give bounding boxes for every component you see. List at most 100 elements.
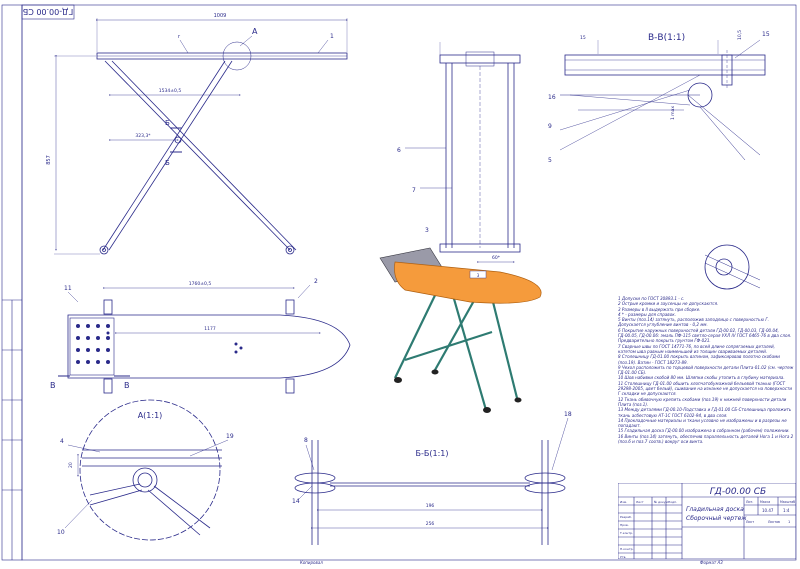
tb-role-0: Изм. (620, 500, 627, 504)
callout-19: 19 (226, 433, 234, 440)
tb-role-2: № докум. (654, 500, 669, 504)
note: 15 Гладильная доска ГД-00.00 изображена … (618, 428, 790, 434)
callout-14: 14 (292, 498, 300, 505)
tb-mass: Масса (760, 500, 770, 504)
dim-857: 857 (46, 155, 52, 165)
callout-1: 1 (330, 33, 334, 40)
tb-role-6: Пров. (620, 523, 629, 527)
dim-1760: 1760±0,5 (189, 281, 212, 287)
label-b-top: Б (165, 119, 170, 127)
callout-3: 3 (425, 227, 429, 234)
section-vv (559, 39, 766, 290)
note: 3 Размеры в II выдержать при сборке. (618, 306, 701, 312)
callout-16: 16 (548, 94, 556, 101)
dim-20: 20 (68, 462, 74, 468)
label-b-bottom: Б (165, 159, 170, 167)
section-vv-title: В-В(1:1) (648, 33, 685, 43)
note: 12 Ткань обивочную крепить скобами (поз.… (618, 396, 787, 407)
front-view (54, 18, 348, 255)
tb-role-1: Лист (636, 500, 644, 504)
view-a-boundary (79, 399, 221, 541)
dim-60: 60* (492, 255, 501, 261)
dim-10-5: 10,5 (737, 30, 743, 40)
note: 11 Столешницу ГД-01.00 обшить хлопчатобу… (618, 380, 793, 397)
dim-196: 196 (426, 503, 435, 509)
label-a: А (252, 27, 258, 36)
dim-1max: 1 max (670, 106, 676, 120)
section-bb-title: Б-Б(1:1) (416, 449, 449, 458)
technical-requirements: 1 Допуски по ГОСТ 30893.1 - с. 2 Острые … (618, 296, 794, 444)
plan-iron-rest (69, 317, 115, 376)
callout-7: 7 (412, 187, 416, 194)
tb-mass-value: 10.47 (762, 508, 774, 513)
callout-4: 4 (60, 438, 64, 445)
vv-round-detail (704, 244, 750, 290)
note: 2 Острые кромки и заусенцы не допускаютс… (618, 301, 719, 307)
iso-dim-label: 3 (477, 273, 480, 278)
dim-1177: 1177 (204, 326, 216, 332)
tb-scale-value: 1:4 (783, 508, 790, 513)
tb-title-1: Гладильная доска (686, 506, 744, 513)
callout-2: 2 (314, 278, 318, 285)
tb-lit: Лит. (746, 500, 753, 504)
dim-3233: 323,3* (135, 133, 151, 139)
dim-256: 256 (426, 521, 435, 527)
tb-sheets-value: 1 (788, 520, 790, 524)
front-wheel-left (99, 245, 109, 255)
format-value: А3 (717, 560, 723, 565)
callout-15: 15 (762, 31, 770, 38)
tb-sheets: Листов (768, 520, 780, 524)
callout-8: 8 (304, 437, 308, 444)
plan-board-outline (67, 314, 351, 379)
note: 4 * - размеры для справок. (618, 311, 676, 317)
vv-board (564, 54, 766, 76)
note: 14 Прокладочные материалы и ткани условн… (618, 417, 787, 429)
code-rotated: ГД-00.00 СБ (23, 7, 74, 16)
tb-role-7: Т.контр. (619, 531, 633, 535)
callout-9: 9 (548, 123, 552, 130)
iso-board (394, 261, 542, 304)
side-top-bar (439, 54, 521, 64)
view-a (64, 399, 229, 541)
tb-title-2: Сборочный чертеж (686, 515, 747, 522)
label-v-left: В (50, 381, 56, 390)
view-a-title: A(1:1) (138, 411, 163, 420)
isometric-view (379, 247, 542, 413)
code-box-rotated (21, 4, 75, 20)
format-label: Формат А3 (700, 560, 723, 565)
plan-view (58, 284, 351, 394)
callout-5: 5 (548, 157, 552, 164)
note: 7 Сварные швы по ГОСТ 14771-76, по всей … (618, 343, 775, 354)
note: 5 Винты (поз.14) затянуть, расположив за… (618, 317, 769, 328)
note: 8 Столешницу ГД-01.00 покрыть ватином, з… (618, 354, 780, 365)
tb-sheet: Лист (746, 520, 754, 524)
dim-1534: 1534±0,5 (159, 88, 182, 94)
tb-scale: Масштаб (780, 500, 795, 504)
tb-role-5: Разраб. (620, 515, 632, 519)
tb-role-3: Подп. (668, 500, 677, 504)
tb-role-8: Н.контр. (620, 547, 633, 551)
tb-code: ГД-00.00 СБ (710, 487, 766, 497)
tb-role-9: Утв. (620, 555, 626, 559)
section-bb (294, 417, 569, 545)
copied-label: Копировал (300, 560, 323, 565)
dim-1009: 1009 (214, 13, 227, 19)
iso-legs (394, 284, 519, 411)
callout-6: 6 (397, 147, 401, 154)
callout-11: 11 (64, 285, 72, 292)
note: 9 Чехол расположить по торцевой поверхно… (618, 364, 794, 376)
callout-r: r (178, 34, 181, 40)
label-v-right: В (124, 381, 130, 390)
note: 16 Винты (поз.14) затянуть, обеспечив па… (618, 433, 794, 445)
title-block: ГД-00.00 СБ Гладильная доска Сборочный ч… (618, 483, 796, 559)
note: 13 Между деталями ГД-00.10-Подставка и Г… (618, 407, 792, 418)
detail-a-circle (222, 41, 252, 71)
format-text: Формат (700, 560, 717, 565)
dim-15: 15 (580, 35, 586, 41)
callout-18: 18 (564, 411, 572, 418)
side-view (405, 42, 521, 263)
note: 6 Покрытие наружных поверхностей детали … (618, 327, 792, 344)
callout-10: 10 (57, 529, 65, 536)
plan-holes (76, 324, 243, 364)
